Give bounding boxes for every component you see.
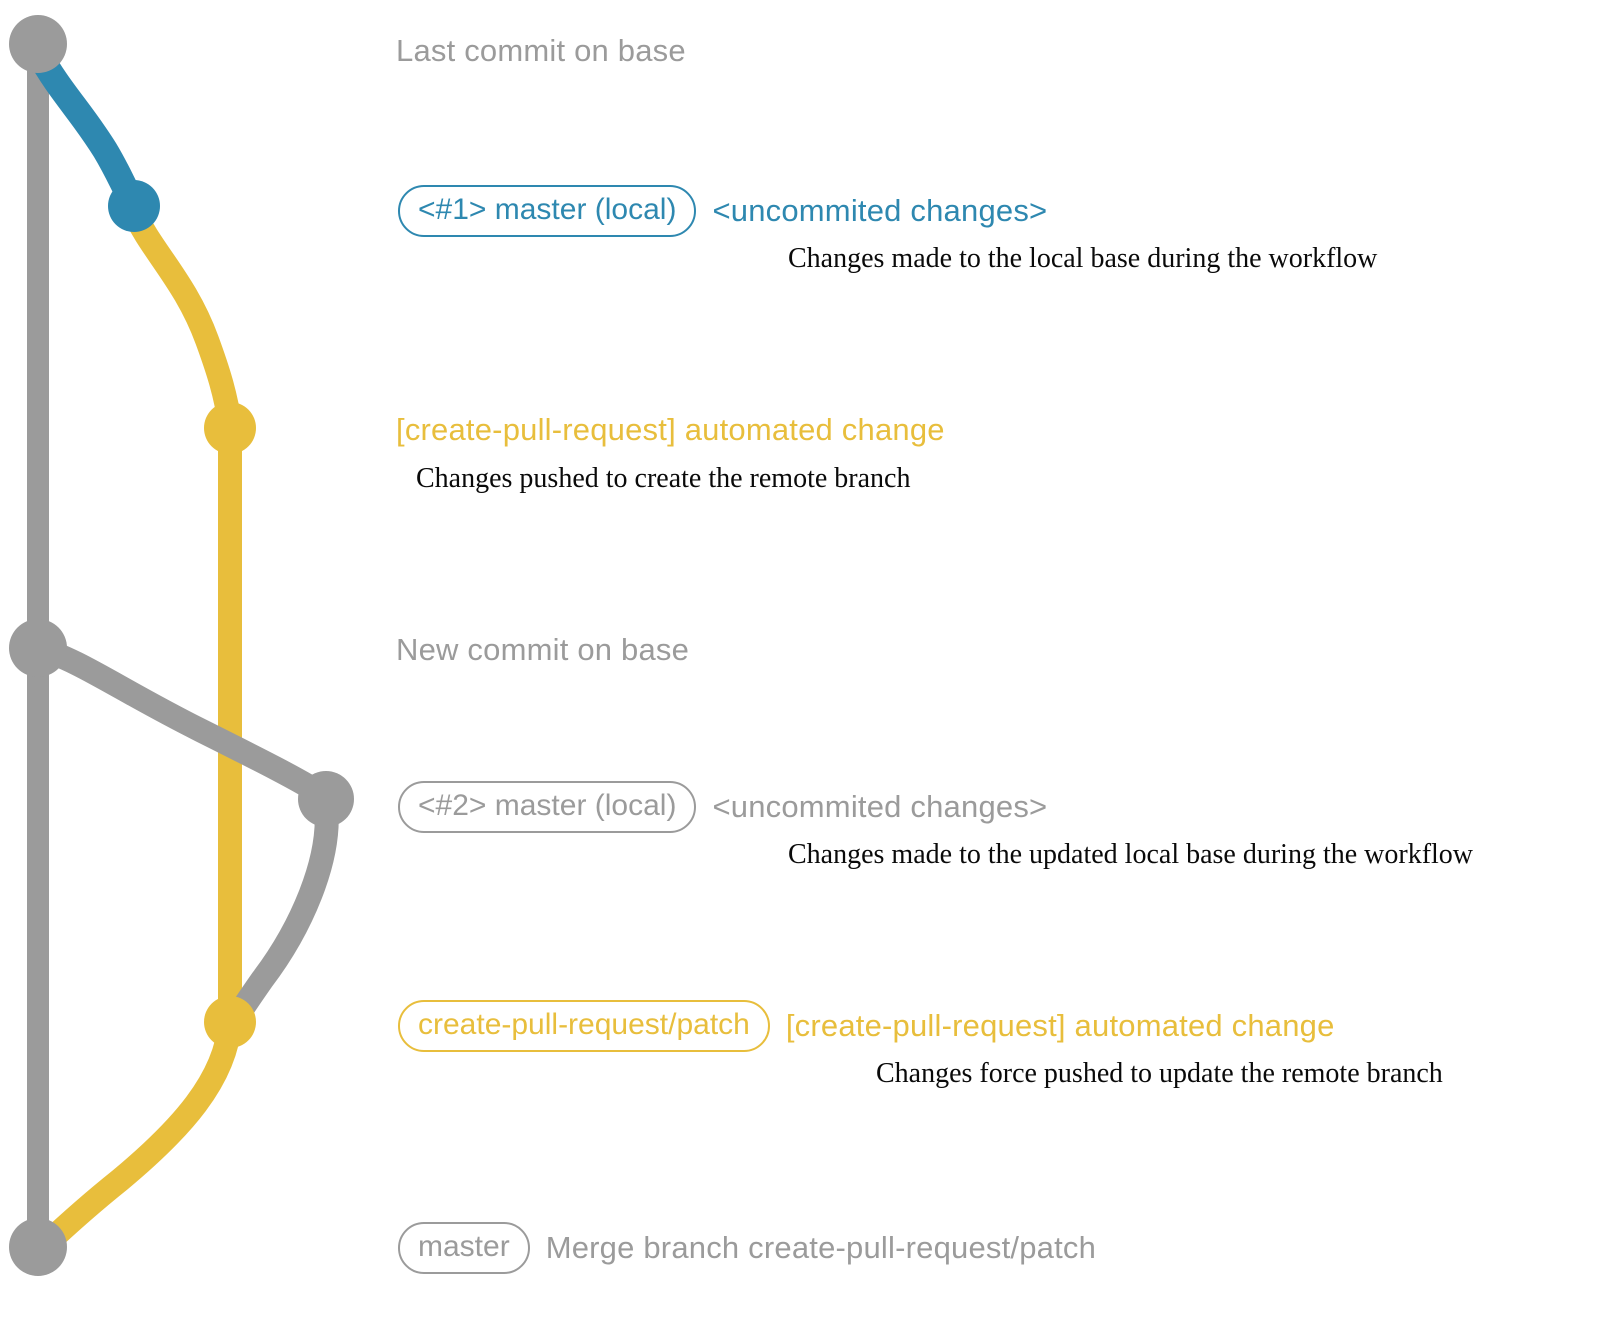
description-local-2: Changes made to the updated local base d… — [788, 839, 1474, 870]
commit-message-base-last: Last commit on base — [396, 33, 686, 68]
commit-message-patch-2: [create-pull-request] automated change — [785, 1007, 1335, 1043]
row-local-2: <#2> master (local) <uncommited changes> — [398, 781, 1047, 833]
commit-node-patch-2[interactable] — [204, 996, 256, 1048]
commit-message-merge: Merge branch create-pull-request/patch — [545, 1229, 1097, 1265]
commit-message-base-new: New commit on base — [396, 632, 690, 667]
description-patch-1: Changes pushed to create the remote bran… — [416, 463, 911, 494]
commit-message-patch-1: [create-pull-request] automated change — [396, 412, 945, 447]
description-local-1: Changes made to the local base during th… — [788, 243, 1378, 274]
row-last-commit-on-base: Last commit on base — [396, 33, 686, 69]
branch-pill-local-2[interactable]: <#2> master (local) — [398, 781, 697, 833]
commit-node-local-2[interactable] — [298, 771, 354, 827]
branch-pill-local-1[interactable]: <#1> master (local) — [398, 185, 697, 237]
description-patch-2: Changes force pushed to update the remot… — [876, 1058, 1443, 1089]
commit-node-base-last[interactable] — [9, 15, 67, 73]
row-merge: master Merge branch create-pull-request/… — [398, 1222, 1096, 1274]
commit-node-merge[interactable] — [9, 1218, 67, 1276]
commit-node-patch-1[interactable] — [204, 402, 256, 454]
row-local-1: <#1> master (local) <uncommited changes> — [398, 185, 1047, 237]
commit-message-local-1: <uncommited changes> — [712, 192, 1048, 228]
commit-node-base-new[interactable] — [9, 619, 67, 677]
git-graph — [9, 15, 354, 1276]
branch-pill-patch-2[interactable]: create-pull-request/patch — [398, 1000, 770, 1052]
branch-pill-master[interactable]: master — [398, 1222, 530, 1274]
commit-message-local-2: <uncommited changes> — [712, 788, 1048, 824]
base-to-local2-line — [26, 636, 338, 809]
commit-node-local-1[interactable] — [108, 180, 160, 232]
row-patch-2: create-pull-request/patch [create-pull-r… — [398, 1000, 1335, 1052]
patch-branch-line-1 — [121, 198, 242, 437]
